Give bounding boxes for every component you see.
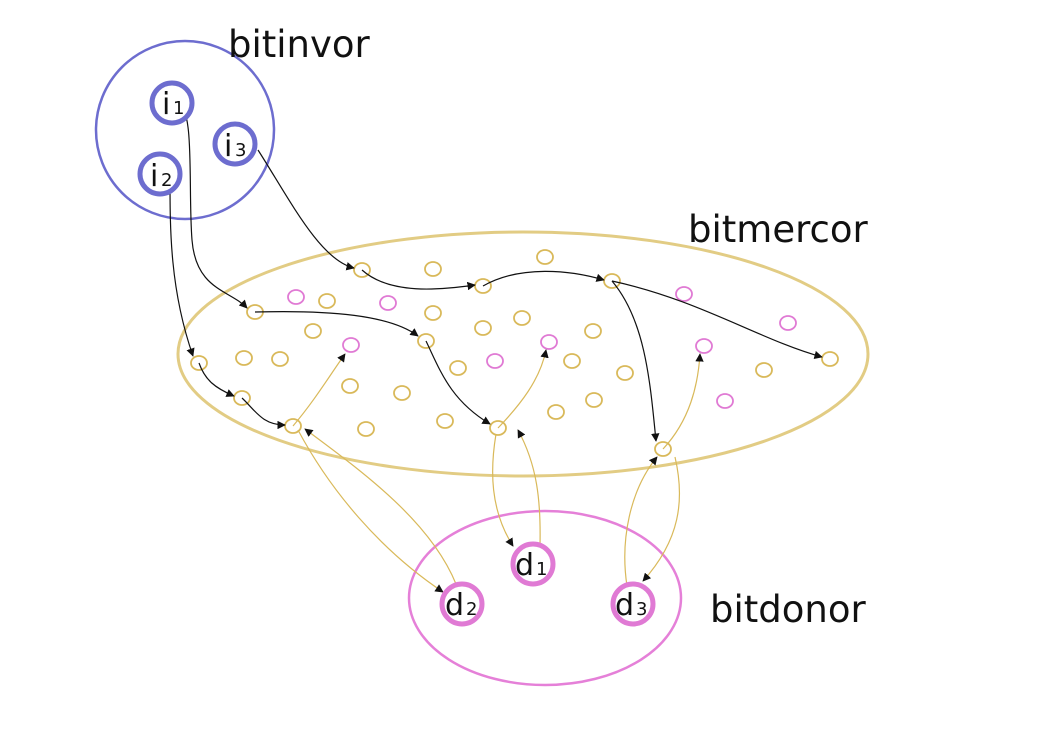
donation-arrow — [297, 429, 444, 593]
investor-node-index: 3 — [235, 140, 246, 161]
donation-arrow — [642, 456, 681, 582]
donor-node-d2: d 2 — [439, 581, 485, 627]
flow-arrow — [169, 177, 195, 357]
investor-group-circle — [94, 39, 276, 221]
market-node — [417, 333, 435, 349]
donor-node-d1: d 1 — [510, 541, 556, 587]
investor-node-i1: i 1 — [149, 80, 195, 126]
market-node-donor — [486, 353, 504, 369]
market-node — [654, 441, 672, 457]
flow-arrow — [198, 362, 235, 397]
market-node — [424, 261, 442, 277]
donor-node-d3: d 3 — [610, 581, 656, 627]
market-node — [513, 310, 531, 326]
market-node-donor — [342, 337, 360, 353]
investor-node-letter: i — [162, 87, 170, 122]
market-node-donor — [716, 393, 734, 409]
market-node — [584, 323, 602, 339]
flow-arrow — [611, 280, 823, 360]
market-nodes — [190, 249, 839, 457]
donation-arrow — [517, 429, 541, 547]
flow-arrow — [254, 310, 419, 337]
donor-node-index: 2 — [466, 599, 477, 620]
market-node — [616, 365, 634, 381]
market-node — [536, 249, 554, 265]
market-node-donor — [695, 338, 713, 354]
donation-arrow — [292, 353, 346, 427]
market-donor-nodes — [287, 286, 797, 409]
investors-label: bitinvor — [228, 23, 371, 66]
market-node — [235, 350, 253, 366]
donor-node-letter: d — [615, 588, 634, 623]
investor-node-letter: i — [150, 159, 158, 194]
flow-arrow — [361, 269, 476, 291]
investor-node-index: 1 — [173, 98, 184, 119]
market-node — [271, 351, 289, 367]
donation-arrow — [624, 456, 658, 587]
investor-flows — [169, 102, 823, 442]
market-node — [585, 392, 603, 408]
donor-flows — [292, 349, 704, 593]
market-node — [393, 385, 411, 401]
market-node — [190, 355, 208, 371]
flow-arrow — [177, 102, 248, 309]
donor-group-ellipse — [407, 509, 683, 687]
donors-label: bitdonor — [710, 588, 866, 631]
flow-arrow — [482, 270, 605, 287]
market-node — [449, 360, 467, 376]
market-node — [424, 305, 442, 321]
investor-node-i3: i 3 — [212, 121, 258, 167]
donor-node-letter: d — [445, 588, 464, 623]
donation-arrow — [492, 433, 514, 547]
flow-arrow — [425, 340, 491, 425]
market-node — [341, 378, 359, 394]
market-node-donor — [540, 334, 558, 350]
market-node — [489, 420, 507, 436]
market-node-donor — [779, 315, 797, 331]
market-node — [357, 421, 375, 437]
market-group-ellipse — [176, 230, 870, 478]
market-node — [318, 293, 336, 309]
investor-node-i2: i 2 — [137, 151, 183, 197]
market-node — [547, 404, 565, 420]
donor-node-index: 1 — [536, 559, 547, 580]
market-label: bitmercor — [688, 208, 868, 251]
flow-arrow — [257, 149, 355, 271]
market-node — [821, 351, 839, 367]
market-node-donor — [675, 286, 693, 302]
donation-arrow — [304, 428, 457, 585]
investor-node-index: 2 — [161, 170, 172, 191]
donor-node-letter: d — [515, 548, 534, 583]
market-node — [563, 353, 581, 369]
flow-arrow — [241, 397, 286, 430]
market-node — [755, 362, 773, 378]
market-node-donor — [379, 295, 397, 311]
market-node — [304, 323, 322, 339]
donor-node-index: 3 — [636, 599, 647, 620]
flow-arrow — [611, 280, 660, 442]
investor-node-letter: i — [224, 129, 232, 164]
donation-arrow — [497, 349, 549, 429]
market-node — [474, 320, 492, 336]
market-node — [436, 413, 454, 429]
market-node — [233, 390, 251, 406]
donation-arrow — [662, 353, 704, 450]
market-node-donor — [287, 289, 305, 305]
